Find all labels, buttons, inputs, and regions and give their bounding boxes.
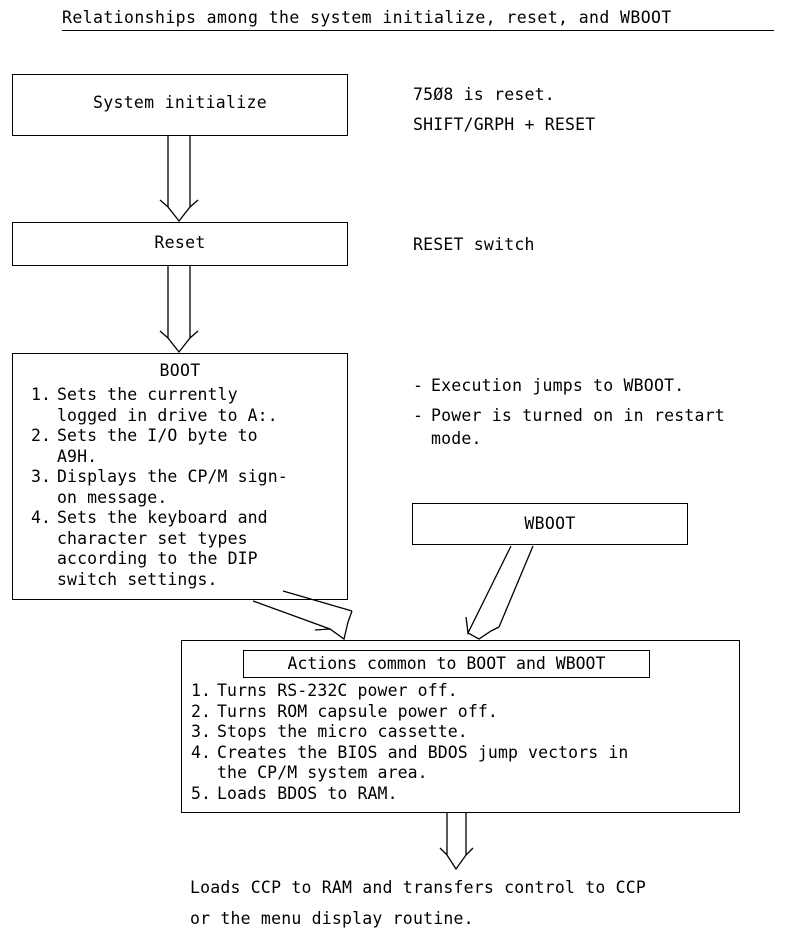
arrow-common-to-caption — [439, 813, 474, 871]
note-7508-reset: 75Ø8 is reset. — [413, 85, 555, 104]
list-item: 1. Turns RS-232C power off. — [191, 681, 737, 702]
step-number: 1. — [191, 681, 212, 700]
note-text: Execution jumps to WBOOT. — [431, 376, 685, 395]
step-number: 4. — [31, 508, 52, 527]
note-text: Power is turned on in restart mode. — [431, 406, 725, 448]
list-item: 3. Stops the micro cassette. — [191, 722, 737, 743]
note-reset-switch: RESET switch — [413, 235, 535, 254]
page-title: Relationships among the system initializ… — [62, 8, 774, 31]
step-number: 2. — [191, 701, 212, 721]
list-item: 4. Sets the keyboard and character set t… — [31, 508, 351, 590]
common-step-list: 1. Turns RS-232C power off. 2. Turns ROM… — [191, 681, 737, 804]
step-text: Sets the keyboard and character set type… — [57, 508, 268, 589]
caption-line-2: or the menu display routine. — [190, 909, 474, 928]
step-number: 2. — [31, 426, 52, 445]
box-actions-common[interactable]: Actions common to BOOT and WBOOT 1. Turn… — [181, 640, 740, 813]
step-number: 3. — [191, 722, 212, 741]
box-boot[interactable]: BOOT 1. Sets the currently logged in dri… — [12, 353, 348, 600]
box-system-initialize[interactable]: System initialize — [12, 74, 348, 136]
caption-line-1: Loads CCP to RAM and transfers control t… — [190, 878, 647, 897]
step-number: 4. — [191, 742, 212, 762]
list-item: 1. Sets the currently logged in drive to… — [31, 385, 351, 426]
dash-bullet-icon: - — [413, 406, 424, 425]
boot-step-list: 1. Sets the currently logged in drive to… — [31, 385, 351, 590]
step-text: Sets the currently logged in drive to A:… — [57, 385, 278, 425]
step-text: Creates the BIOS and BDOS jump vectors i… — [217, 742, 629, 783]
dash-bullet-icon: - — [413, 376, 424, 395]
step-text: Turns ROM capsule power off. — [217, 701, 498, 721]
step-text: Displays the CP/M sign- on message. — [57, 467, 288, 507]
box-actions-common-header: Actions common to BOOT and WBOOT — [243, 650, 650, 678]
step-text: Sets the I/O byte to A9H. — [57, 426, 258, 466]
arrow-wboot-to-common — [465, 545, 534, 640]
list-item: 4. Creates the BIOS and BDOS jump vector… — [191, 743, 737, 784]
step-text: Stops the micro cassette. — [217, 722, 468, 741]
list-item: 2. Sets the I/O byte to A9H. — [31, 426, 351, 467]
box-reset-label: Reset — [154, 233, 206, 252]
box-wboot[interactable]: WBOOT — [412, 503, 688, 545]
box-system-initialize-label: System initialize — [93, 93, 267, 112]
list-item: 2. Turns ROM capsule power off. — [191, 702, 737, 723]
list-item: 3. Displays the CP/M sign- on message. — [31, 467, 351, 508]
step-number: 1. — [31, 385, 52, 404]
list-item: 5. Loads BDOS to RAM. — [191, 784, 737, 805]
box-wboot-label: WBOOT — [524, 514, 576, 533]
arrow-reset-to-boot — [159, 266, 199, 354]
box-reset[interactable]: Reset — [12, 222, 348, 266]
note-shift-grph-reset: SHIFT/GRPH + RESET — [413, 115, 596, 134]
step-number: 3. — [31, 467, 52, 486]
arrow-system-initialize-to-reset — [159, 136, 199, 223]
note-power-restart: - Power is turned on in restart mode. — [413, 404, 800, 450]
step-text: Turns RS-232C power off. — [217, 681, 458, 700]
caption-loads-ccp: Loads CCP to RAM and transfers control t… — [190, 872, 790, 934]
box-boot-label: BOOT — [159, 361, 201, 380]
step-text: Loads BDOS to RAM. — [217, 783, 398, 803]
step-number: 5. — [191, 783, 212, 803]
note-execution-jumps: - Execution jumps to WBOOT. — [413, 374, 800, 397]
